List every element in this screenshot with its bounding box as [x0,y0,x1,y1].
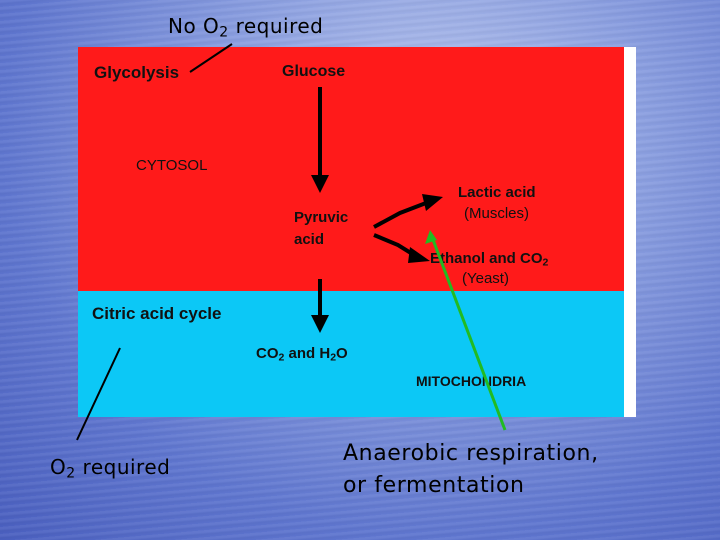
ethanol-co2-label: Ethanol and CO2 [430,250,549,269]
glycolysis-label: Glycolysis [94,63,180,82]
pyruvic-acid-label-line2: acid [294,231,325,248]
anaerobic-line1: Anaerobic respiration, [343,441,599,466]
citric-acid-cycle-label: Citric acid cycle [92,304,222,323]
anaerobic-line2: or fermentation [343,473,525,498]
o2-pointer-line [76,347,121,441]
cytosol-region [78,47,624,291]
lactic-acid-label: Lactic acid [458,184,536,201]
glucose-label: Glucose [282,63,346,80]
cytosol-label: CYTOSOL [136,157,208,174]
anaerobic-pointer-head [425,230,437,244]
no-o2-required-label: No O2 required [168,14,324,41]
yeast-label: (Yeast) [462,270,509,287]
muscles-label: (Muscles) [464,205,530,222]
o2-required-label: O2 required [50,455,171,482]
anaerobic-respiration-label: Anaerobic respiration, or fermentation [343,438,599,502]
pyruvate-to-lactic-arrow [373,201,427,229]
pathway-arrows [311,87,443,333]
co2-h2o-label: CO2 and H2O [256,345,348,364]
no-o2-pointer-line [189,43,233,73]
mitochondria-region [78,291,624,417]
mitochondria-label: MITOCHONDRIA [416,373,527,389]
anaerobic-pointer-line [430,236,507,431]
pyruvate-to-ethanol-arrow [373,233,416,257]
pyruvic-acid-label-line1: Pyruvic [294,209,349,226]
respiration-diagram: Glycolysis Glucose CYTOSOL Pyruvic acid … [78,47,636,417]
